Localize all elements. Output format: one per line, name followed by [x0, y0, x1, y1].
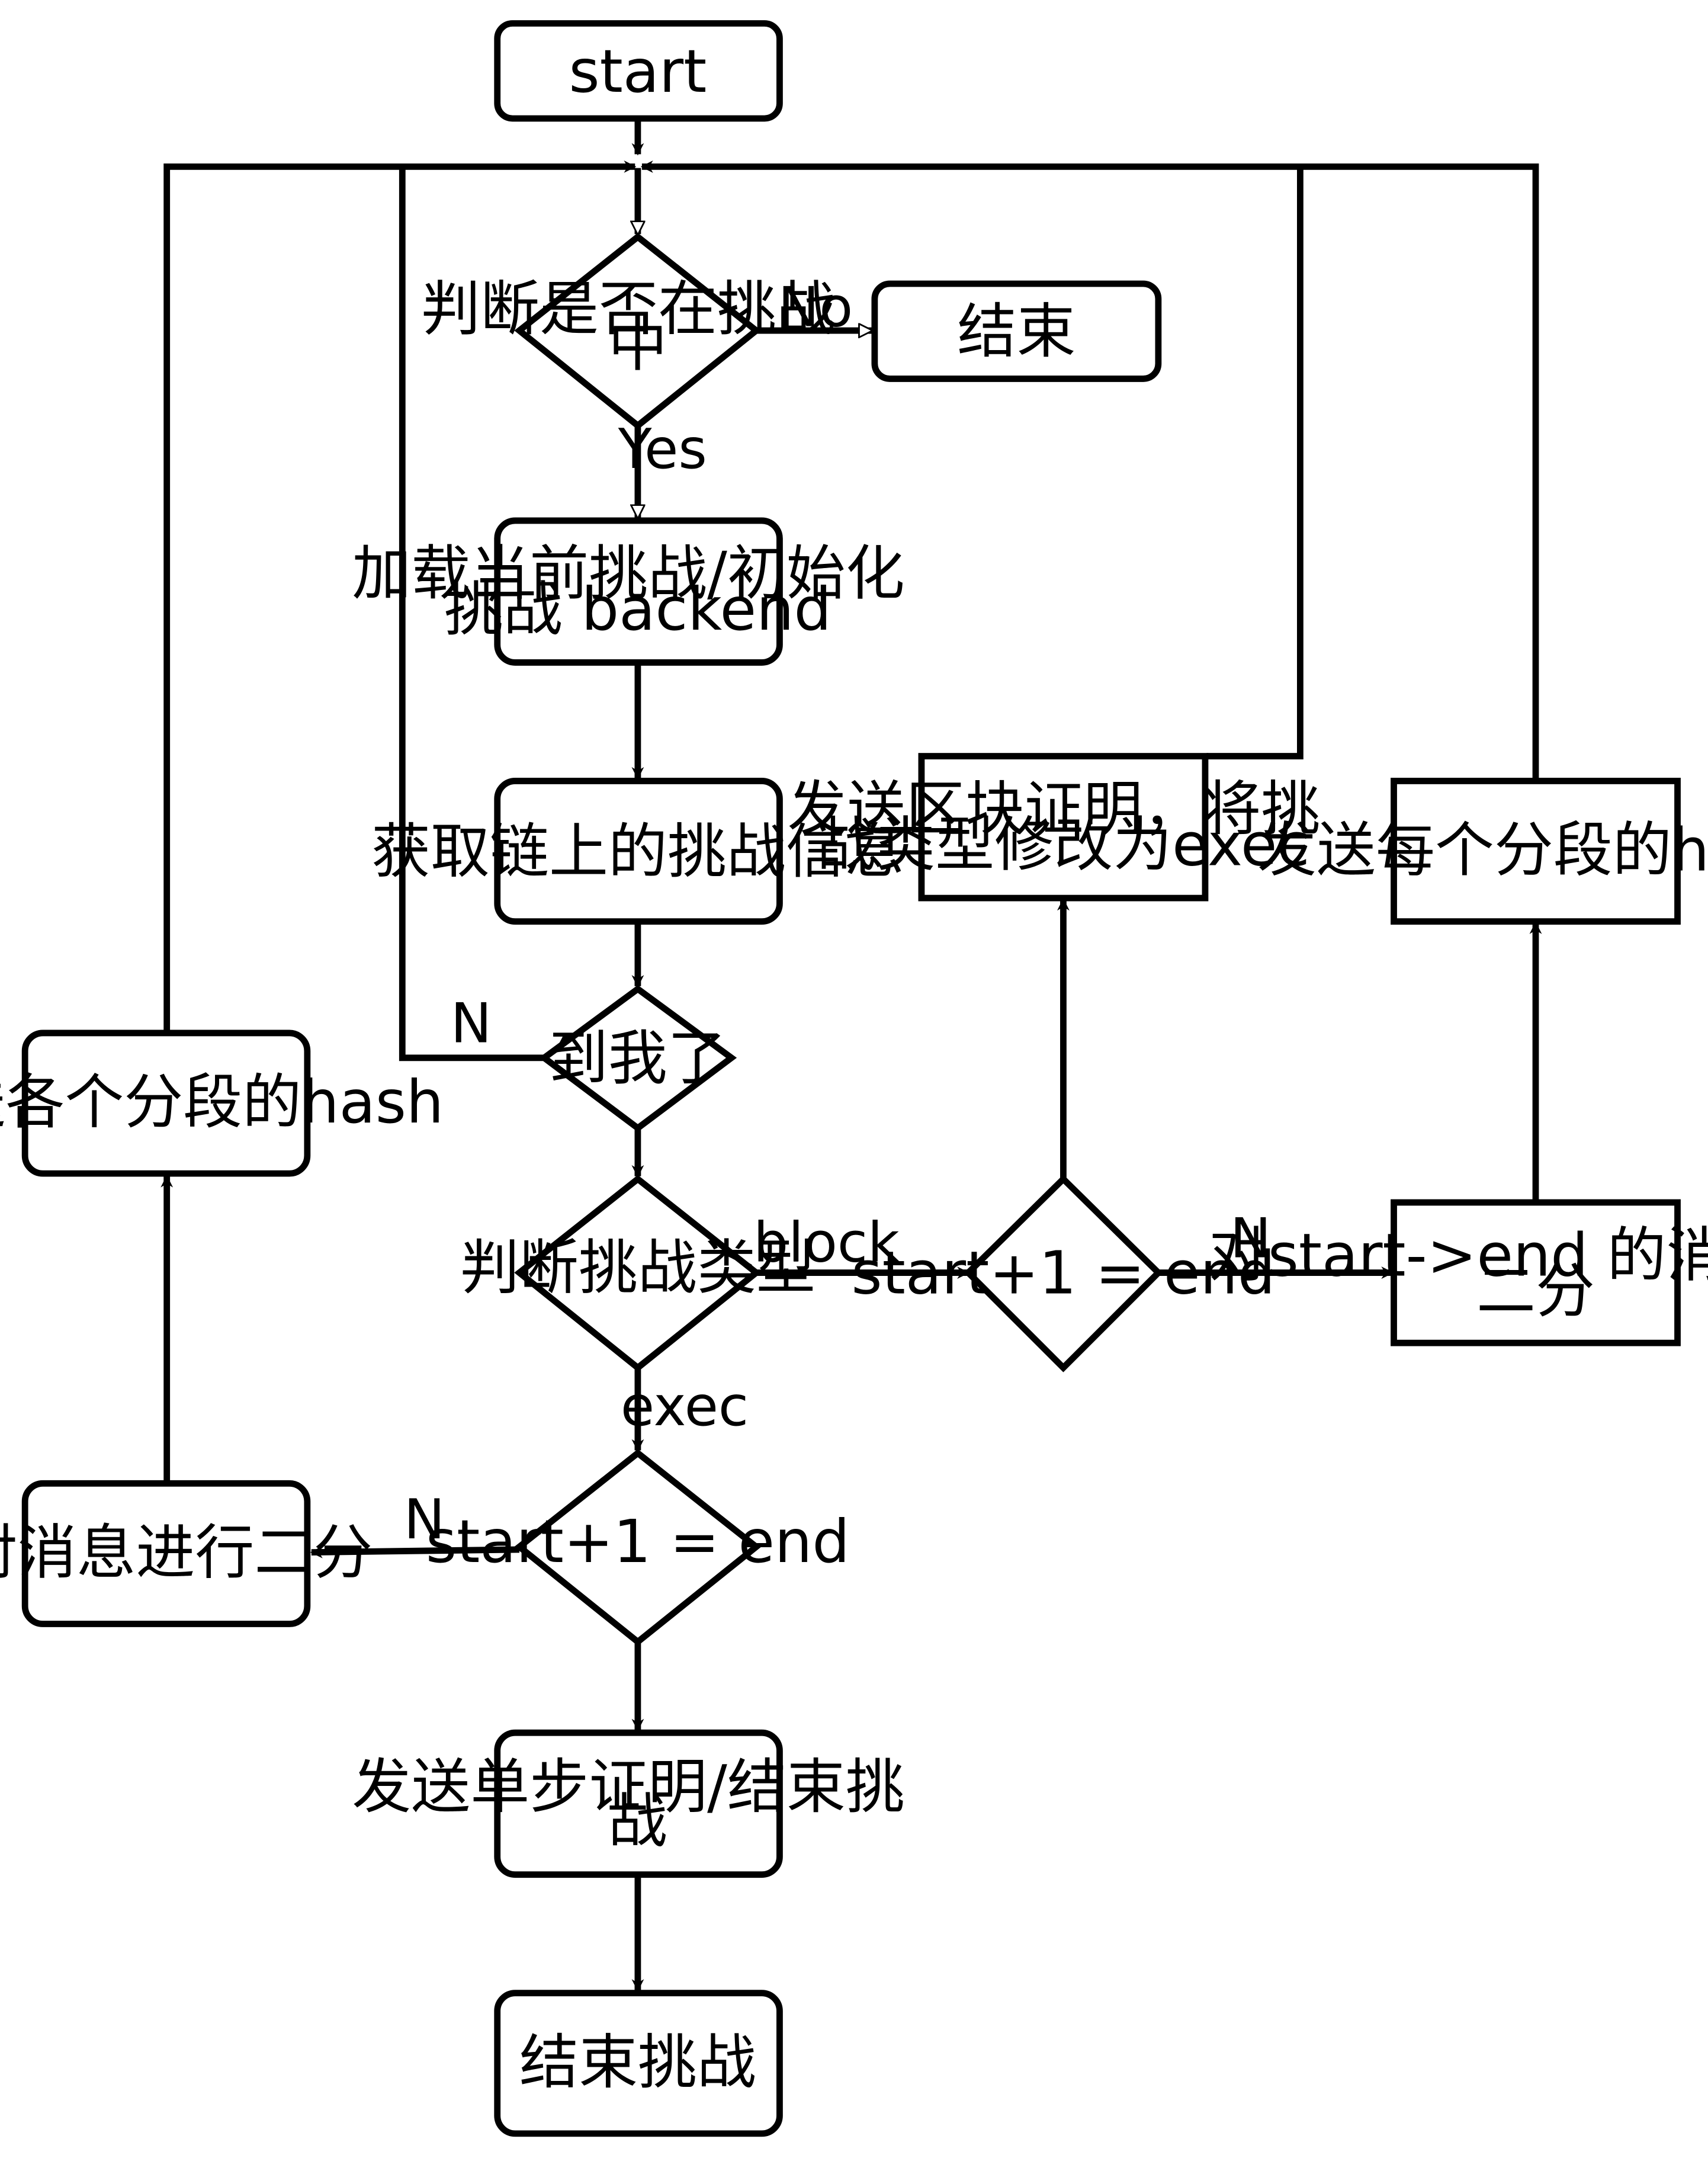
- node-block-start-end: start+1 = end: [852, 1174, 1276, 1372]
- edge-label-exec: exec: [621, 1374, 749, 1438]
- edge-label-no: No: [778, 275, 853, 339]
- node-start-text: start: [569, 36, 707, 105]
- node-send-single-step-proof: 发送单步证明/结束挑 战: [352, 1729, 923, 1878]
- svg-text:对消息进行二分: 对消息进行二分: [0, 1518, 373, 1587]
- node-send-segment-hashes: 发送各个分段的hash: [0, 1030, 444, 1177]
- edge-exec-n-to-bisect: [310, 1545, 520, 1558]
- node-send-block-proof: 发送区块证明，将挑 战类型修改为exec: [788, 753, 1339, 902]
- node-bisect-messages-text: 对消息进行二分: [0, 1518, 373, 1587]
- edge-label-yes: Yes: [618, 417, 707, 481]
- node-fetch-onchain-info-text: 获取链上的挑战信息: [371, 817, 904, 886]
- node-bisect-start-end-line2: 二分: [1476, 1256, 1595, 1325]
- svg-text:获取链上的挑战信息: 获取链上的挑战信息: [371, 817, 904, 886]
- node-check-challenge-type: 判断挑战类型: [460, 1175, 816, 1372]
- node-fetch-onchain-info: 获取链上的挑战信息: [371, 778, 904, 925]
- node-send-each-segment-hash: 发送每个分段的hash: [1257, 778, 1708, 925]
- svg-text:判断是否在挑战 中: 判断是否在挑战 中: [421, 274, 855, 379]
- svg-text:发送各个分段的hash: 发送各个分段的hash: [0, 1067, 444, 1137]
- node-bisect-messages: 对消息进行二分: [0, 1480, 373, 1627]
- node-load-challenge-line1: 加载当前挑战/初始化: [352, 538, 904, 608]
- svg-text:发送每个分段的hash: 发送每个分段的hash: [1257, 815, 1708, 884]
- edge-labels: No Yes N block N exec N: [404, 275, 1272, 1551]
- edge-label-exec-not-equal: N: [404, 1487, 445, 1551]
- node-my-turn-text: 到我了: [549, 1023, 727, 1092]
- edge-label-block-not-equal: N: [1230, 1206, 1272, 1270]
- node-send-block-proof-line1: 发送区块证明，将挑: [788, 774, 1321, 843]
- node-block-start-end-text: start+1 = end: [852, 1238, 1276, 1307]
- svg-text:对start->end 的消息做 二分: 对start->end 的消息做 二分: [1209, 1220, 1708, 1325]
- edge-proof-loop: [640, 160, 1304, 759]
- node-load-challenge: 加载当前挑战/初始化 挑战 backend: [352, 517, 923, 666]
- node-my-turn: 到我了: [538, 984, 737, 1133]
- node-send-block-proof-line2: 战类型修改为exec: [817, 810, 1309, 879]
- edges: [160, 120, 1542, 1992]
- node-check-challenge-type-text: 判断挑战类型: [460, 1233, 816, 1302]
- node-check-in-challenge-line2: 中: [608, 310, 667, 379]
- node-bisect-start-end-line1: 对start->end 的消息做: [1209, 1220, 1708, 1290]
- node-send-single-step-proof-line2: 战: [608, 1787, 667, 1856]
- edge-label-block: block: [753, 1210, 900, 1274]
- nodes: start 判断是否在挑战 中 结束 加载当前挑战/初始化 挑战 backend: [0, 20, 1708, 2137]
- svg-text:结束: 结束: [957, 297, 1075, 366]
- svg-text:start+1 = end: start+1 = end: [426, 1506, 850, 1576]
- node-check-in-challenge-line1: 判断是否在挑战: [421, 274, 836, 343]
- edge-label-not-my-turn: N: [451, 992, 492, 1056]
- svg-text:start+1 = end: start+1 = end: [852, 1238, 1276, 1307]
- edge-sendeach-loop: [1300, 163, 1539, 780]
- node-send-segment-hashes-text: 发送各个分段的hash: [0, 1067, 444, 1137]
- node-load-challenge-line2: 挑战 backend: [444, 574, 831, 643]
- node-send-each-segment-hash-text: 发送每个分段的hash: [1257, 815, 1708, 884]
- svg-text:结束挑战: 结束挑战: [519, 2027, 756, 2096]
- node-bisect-start-end: 对start->end 的消息做 二分: [1209, 1199, 1708, 1346]
- node-start: start: [494, 20, 783, 122]
- svg-text:到我了: 到我了: [549, 1023, 727, 1092]
- node-end: 结束: [871, 280, 1162, 382]
- node-exec-start-end-text: start+1 = end: [426, 1506, 850, 1576]
- node-end-challenge-text: 结束挑战: [519, 2027, 756, 2096]
- svg-text:发送区块证明，将挑 战类型修改为exec: 发送区块证明，将挑 战类型修改为exec: [788, 774, 1339, 878]
- svg-text:判断挑战类型: 判断挑战类型: [460, 1233, 816, 1302]
- svg-text:start: start: [569, 36, 707, 105]
- node-exec-start-end: start+1 = end: [426, 1449, 850, 1646]
- edge-myturn-n-loop: [399, 160, 637, 1061]
- svg-text:发送单步证明/结束挑 战: 发送单步证明/结束挑 战: [352, 1752, 923, 1855]
- node-send-single-step-proof-line1: 发送单步证明/结束挑: [352, 1752, 904, 1821]
- edge-sendhashes-loop: [163, 163, 403, 1032]
- svg-text:加载当前挑战/初始化 挑战 backend: 加载当前挑战/初始化 挑战 backend: [352, 538, 923, 643]
- node-end-text: 结束: [957, 297, 1075, 366]
- node-end-challenge: 结束挑战: [494, 1990, 783, 2137]
- node-check-in-challenge: 判断是否在挑战 中: [421, 233, 855, 430]
